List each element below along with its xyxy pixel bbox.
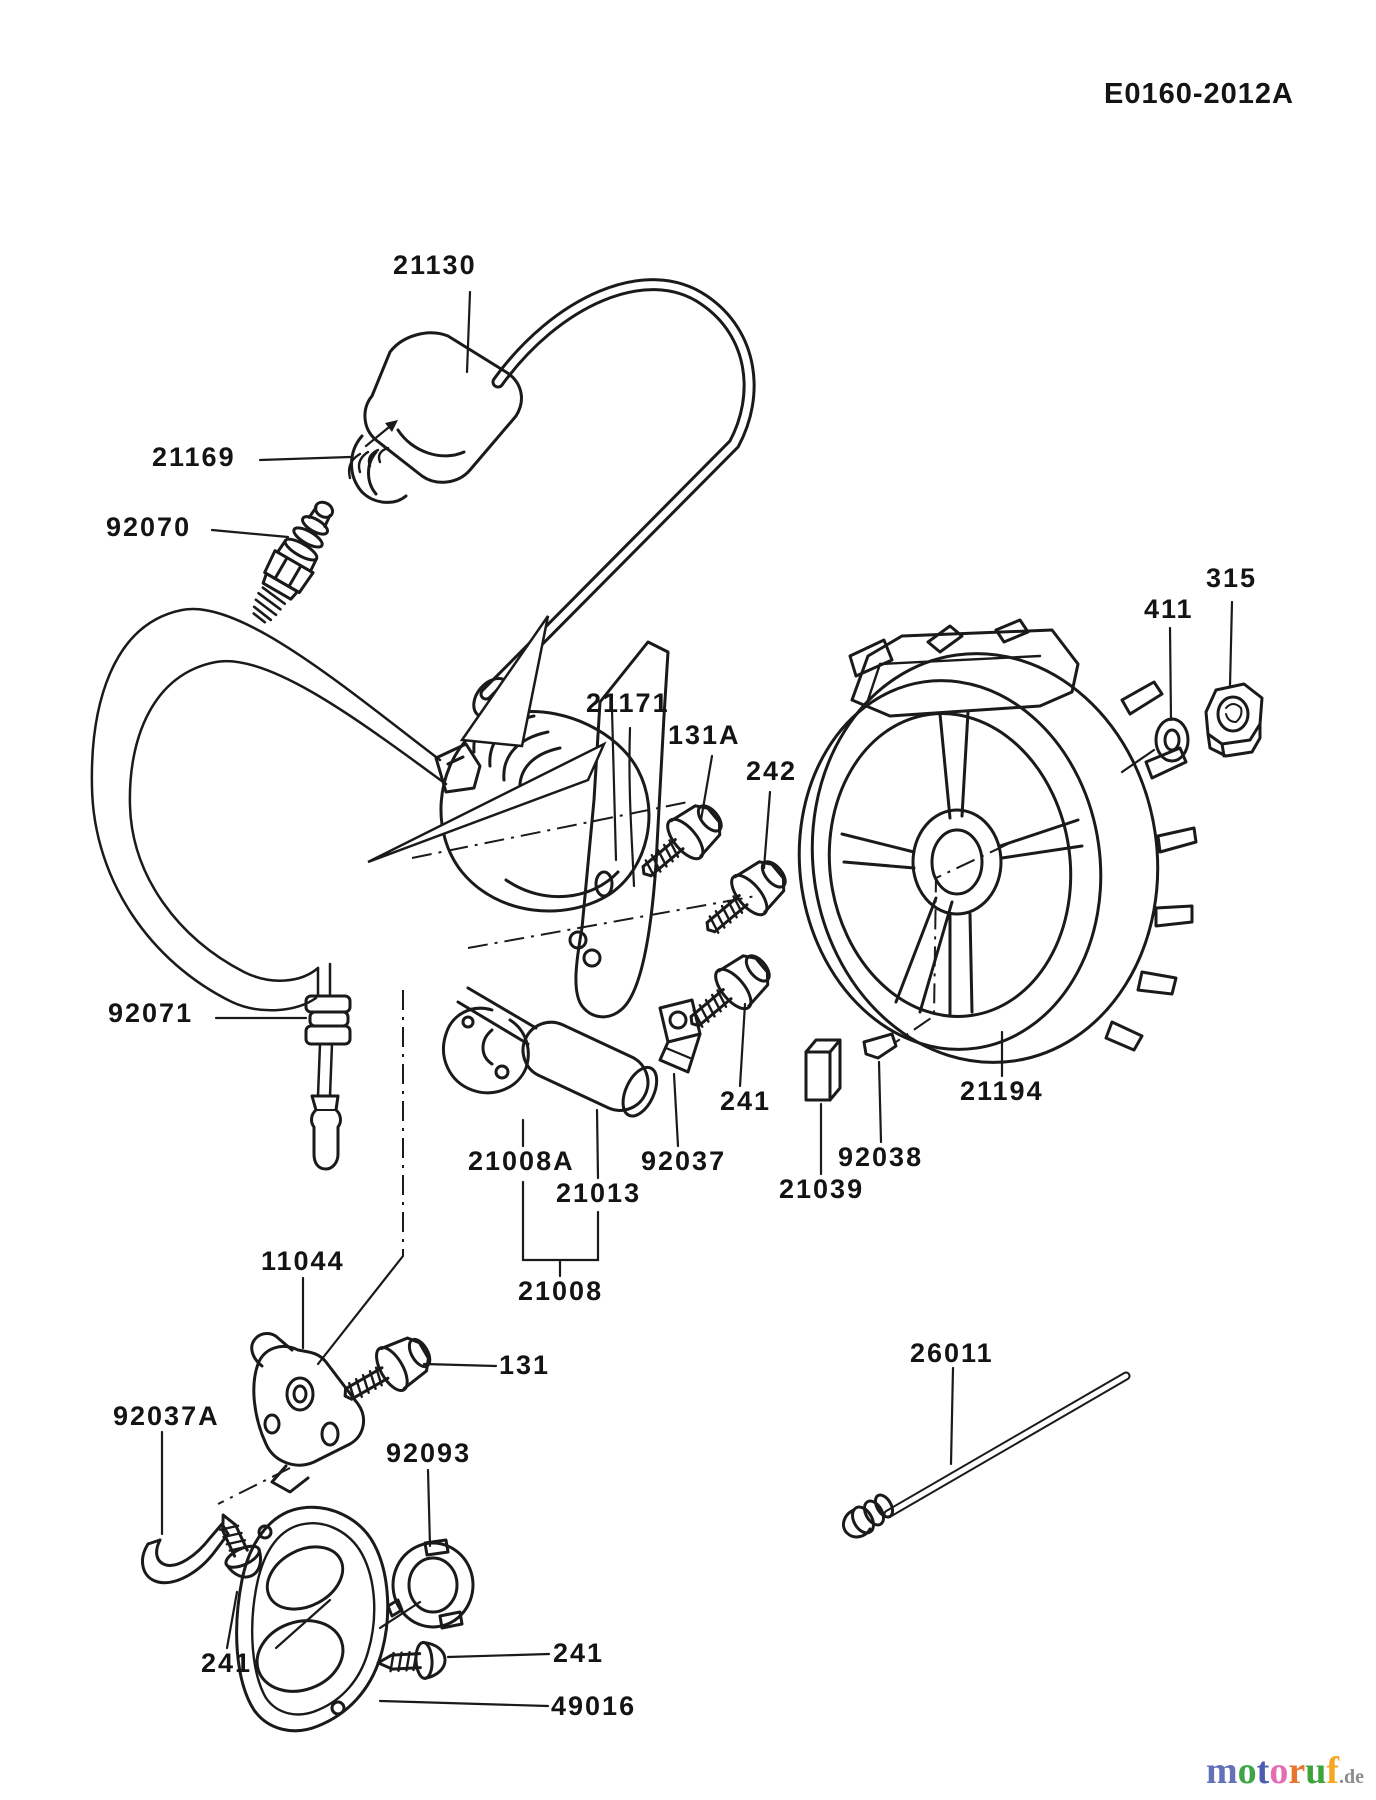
part-label-21130: 21130 [393, 250, 477, 280]
flywheel-magnet-drawing [848, 628, 1080, 718]
hook-drawing [141, 1522, 230, 1585]
part-label-92093: 92093 [386, 1438, 472, 1468]
part-label-21039: 21039 [779, 1174, 865, 1204]
stay-bracket-drawing [250, 1332, 366, 1494]
part-label-21194: 21194 [960, 1076, 1044, 1106]
part-label-21013: 21013 [556, 1178, 642, 1208]
screw-241-left [205, 1505, 270, 1585]
part-label-92037: 92037 [641, 1146, 727, 1176]
pointer-wedge-icon [367, 741, 607, 864]
part-label-92037a: 92037A [113, 1401, 220, 1431]
part-label-131: 131 [499, 1350, 551, 1380]
condenser-drawing [804, 1038, 842, 1102]
terminal-spring-drawing [347, 420, 398, 480]
diagram-code: E0160-2012A [1104, 78, 1294, 110]
stop-switch-wire-drawing [90, 607, 482, 1012]
grommet-drawing [304, 994, 352, 1098]
control-plate-drawing [235, 1505, 390, 1733]
key-drawing [862, 1032, 898, 1060]
leader-lines [160, 290, 1234, 1708]
center-lines [217, 801, 1009, 1505]
pointer-wedge-icon [459, 615, 550, 748]
part-label-241-mid: 241 [720, 1086, 772, 1116]
part-label-241-right: 241 [553, 1638, 605, 1668]
motoruf-logo-word: motoruf [1206, 1750, 1339, 1792]
part-label-11044: 11044 [261, 1246, 345, 1276]
part-label-92038: 92038 [838, 1142, 924, 1172]
motoruf-logo[interactable]: motoruf.de [1206, 1752, 1364, 1790]
wire-terminal-drawing [310, 1094, 342, 1171]
part-label-49016: 49016 [551, 1691, 637, 1721]
part-label-241-left: 241 [201, 1648, 253, 1678]
terminal-bracket-drawing [658, 998, 702, 1074]
washer-drawing [1120, 717, 1190, 774]
ignition-coil-drawing [439, 640, 670, 1118]
nut-drawing [1204, 682, 1264, 758]
part-label-21171: 21171 [586, 688, 670, 718]
part-label-315: 315 [1206, 563, 1258, 593]
part-label-92071: 92071 [108, 998, 194, 1028]
bolt-242 [690, 849, 797, 950]
spark-plug-cap-drawing [350, 331, 523, 504]
screw-241-right [375, 1639, 448, 1683]
part-label-242: 242 [746, 756, 798, 786]
flywheel-drawing [797, 618, 1198, 1064]
bolt-131 [331, 1326, 441, 1419]
bolt-241-mid [674, 943, 781, 1044]
part-label-21169: 21169 [152, 442, 236, 472]
retainer-ring-drawing [378, 1538, 475, 1630]
part-label-21008a: 21008A [468, 1146, 575, 1176]
part-label-21008: 21008 [518, 1276, 604, 1306]
part-label-92070: 92070 [106, 512, 192, 542]
spark-plug-drawing [252, 500, 335, 624]
part-label-26011: 26011 [910, 1338, 994, 1368]
part-label-411: 411 [1144, 594, 1194, 624]
motoruf-logo-suffix: .de [1338, 1766, 1364, 1788]
ignition-wire-drawing [479, 278, 756, 701]
lead-wire-drawing [842, 1371, 1131, 1539]
part-label-131a: 131A [668, 720, 741, 750]
